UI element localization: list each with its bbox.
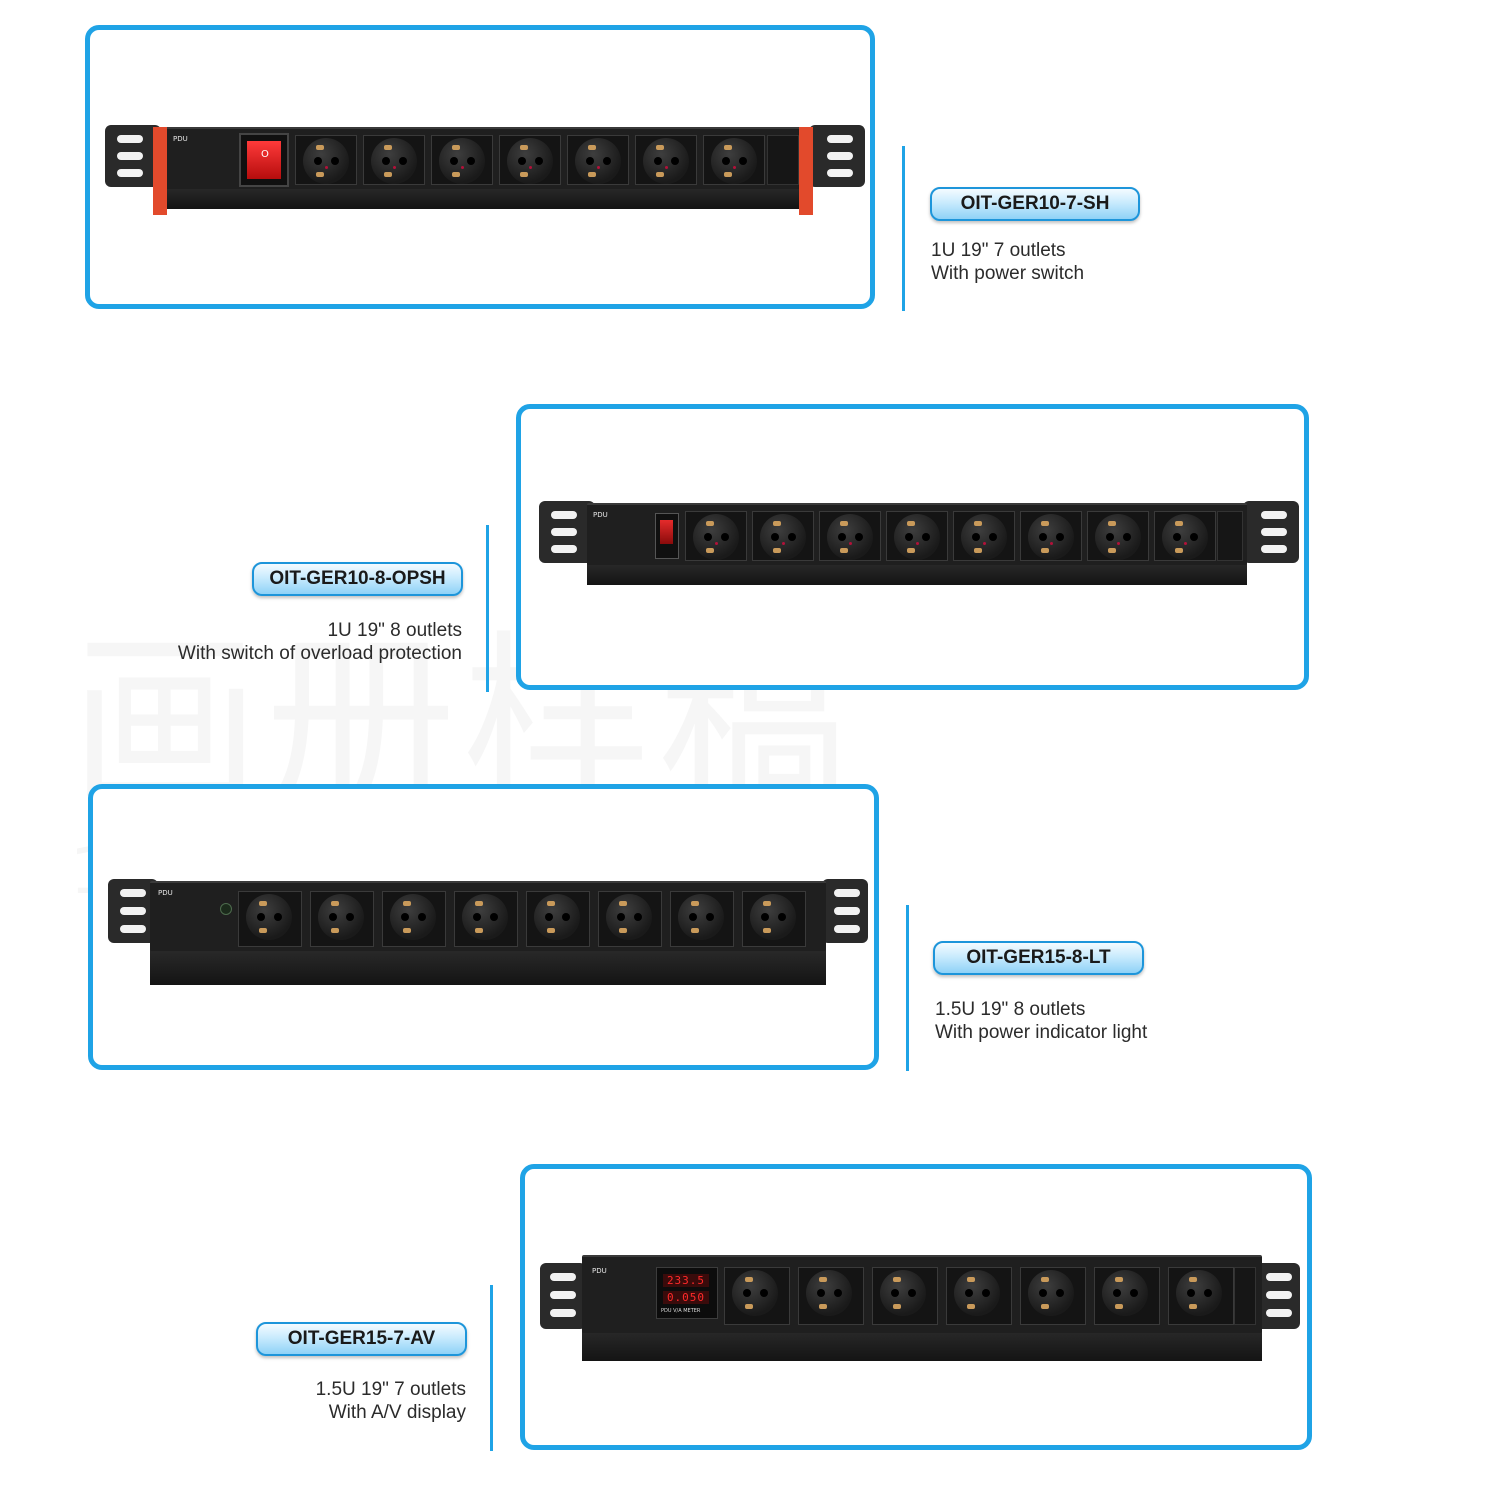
outlet: [238, 891, 302, 947]
outlet: [742, 891, 806, 947]
power-indicator-light: [220, 903, 232, 915]
outlet: [946, 1267, 1012, 1325]
pdu-product-2: PDU: [539, 501, 1299, 601]
outlet: [382, 891, 446, 947]
pdu-product-4: PDU 233.5 0.050 PDU V/A METER: [540, 1253, 1300, 1361]
model-badge-2: OIT-GER10-8-OPSH: [252, 562, 463, 596]
product-2-image-frame: PDU: [516, 404, 1309, 690]
pdu-label-panel: PDU: [173, 135, 188, 143]
product-4-feature: With A/V display: [328, 1402, 466, 1423]
product-1-description: 1U 19" 7 outlets With power switch: [931, 239, 1084, 285]
pdu-base: [582, 1329, 1262, 1361]
mounting-ear-right: [822, 879, 868, 943]
pdu-base: [150, 949, 826, 985]
pdu-body: PDU: [587, 503, 1247, 565]
pdu-body: PDU 233.5 0.050 PDU V/A METER: [582, 1255, 1262, 1333]
power-switch: O: [239, 133, 289, 187]
outlet: [1168, 1267, 1234, 1325]
outlet: [752, 511, 814, 561]
mounting-ear-left: [105, 125, 161, 187]
outlet: [1020, 511, 1082, 561]
meter-caption: PDU V/A METER: [661, 1308, 701, 1314]
voltage-readout: 233.5: [663, 1274, 709, 1287]
outlet-row: [724, 1267, 1234, 1325]
pdu-label-panel: PDU: [158, 889, 173, 897]
outlet: [703, 135, 765, 185]
outlet: [363, 135, 425, 185]
blank-plate: [767, 135, 799, 185]
av-display-meter: 233.5 0.050 PDU V/A METER: [656, 1267, 718, 1319]
outlet: [598, 891, 662, 947]
outlet: [670, 891, 734, 947]
overload-protection-switch: [655, 513, 679, 559]
outlet-row: [238, 891, 806, 947]
pdu-label-panel: PDU: [593, 511, 608, 519]
pdu-base: [587, 563, 1247, 585]
pdu-product-1: PDU O: [105, 125, 865, 225]
product-3-description: 1.5U 19" 8 outlets With power indicator …: [935, 998, 1147, 1044]
mounting-ear-right: [809, 125, 865, 187]
product-4-image-frame: PDU 233.5 0.050 PDU V/A METER: [520, 1164, 1312, 1450]
mounting-ear-left: [540, 1263, 586, 1329]
outlet: [454, 891, 518, 947]
divider-line-1: [902, 146, 905, 311]
product-2-feature: With switch of overload protection: [177, 643, 462, 664]
mounting-ear-left: [539, 501, 595, 563]
product-1-feature: With power switch: [931, 263, 1085, 284]
current-readout: 0.050: [663, 1291, 709, 1304]
model-badge-3: OIT-GER15-8-LT: [933, 941, 1144, 975]
pdu-body: PDU O: [153, 127, 813, 215]
product-3-image-frame: PDU: [88, 784, 879, 1070]
outlet: [953, 511, 1015, 561]
pdu-base: [153, 187, 813, 209]
outlet: [310, 891, 374, 947]
product-3-spec: 1.5U 19" 8 outlets: [935, 999, 1086, 1020]
outlet: [798, 1267, 864, 1325]
outlet-row: [295, 135, 765, 185]
outlet: [819, 511, 881, 561]
outlet: [567, 135, 629, 185]
divider-line-3: [906, 905, 909, 1071]
product-2-description: 1U 19" 8 outlets With switch of overload…: [178, 619, 462, 665]
product-3-feature: With power indicator light: [935, 1022, 1148, 1043]
outlet: [499, 135, 561, 185]
blank-plate: [1217, 511, 1243, 561]
outlet: [635, 135, 697, 185]
outlet: [1020, 1267, 1086, 1325]
outlet: [295, 135, 357, 185]
mounting-ear-left: [108, 879, 158, 943]
outlet: [886, 511, 948, 561]
outlet: [1154, 511, 1216, 561]
divider-line-4: [490, 1285, 493, 1451]
pdu-body: PDU: [150, 881, 826, 951]
outlet: [526, 891, 590, 947]
outlet: [431, 135, 493, 185]
pdu-product-3: PDU: [108, 879, 868, 985]
blank-plate: [1234, 1267, 1256, 1325]
outlet: [724, 1267, 790, 1325]
outlet-row: [685, 511, 1216, 561]
divider-line-2: [486, 525, 489, 692]
model-badge-4: OIT-GER15-7-AV: [256, 1322, 467, 1356]
outlet: [872, 1267, 938, 1325]
product-1-spec: 1U 19" 7 outlets: [931, 240, 1066, 261]
outlet: [1087, 511, 1149, 561]
mounting-ear-right: [1243, 501, 1299, 563]
product-1-image-frame: PDU O: [85, 25, 875, 309]
product-4-spec: 1.5U 19" 7 outlets: [315, 1379, 466, 1400]
model-badge-1: OIT-GER10-7-SH: [930, 187, 1140, 221]
pdu-label-panel: PDU: [592, 1267, 607, 1275]
product-2-spec: 1U 19" 8 outlets: [327, 620, 462, 641]
outlet: [1094, 1267, 1160, 1325]
outlet: [685, 511, 747, 561]
product-4-description: 1.5U 19" 7 outlets With A/V display: [316, 1378, 466, 1424]
